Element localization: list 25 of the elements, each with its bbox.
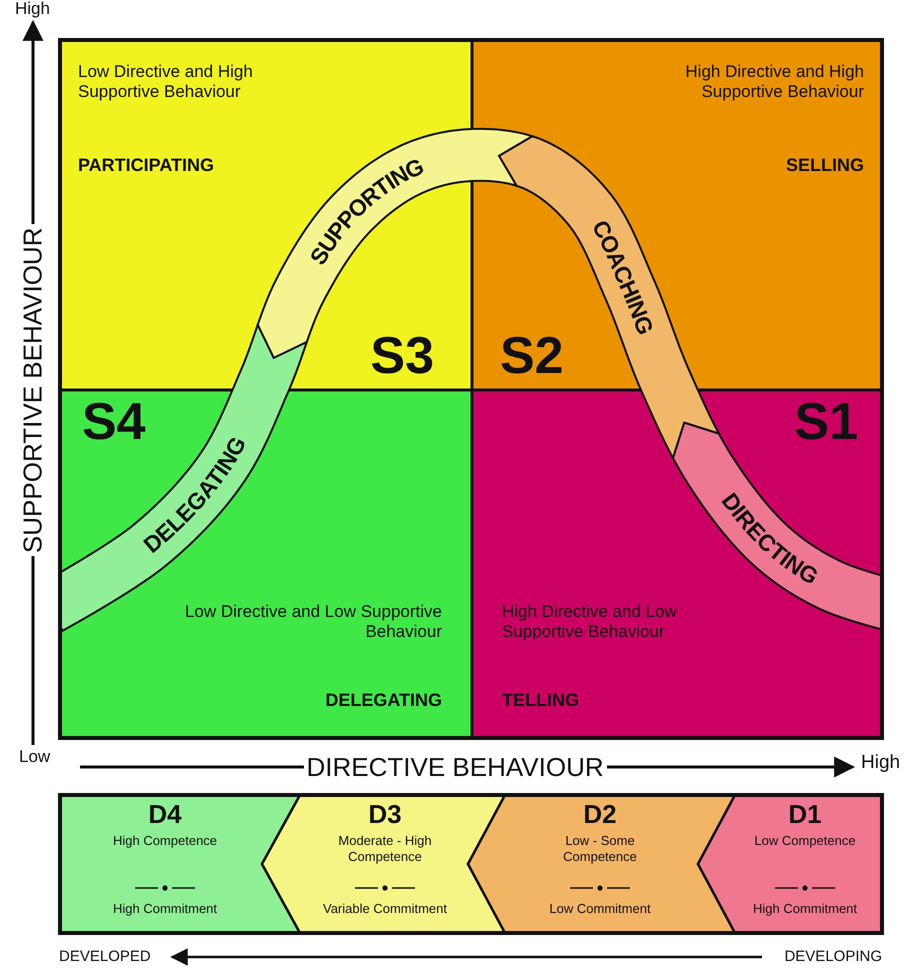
commitment-text: Low Commitment: [548, 901, 652, 917]
style-code: S3: [370, 330, 434, 382]
competence-text: Moderate - High Competence: [337, 833, 433, 864]
style-code: TELLING: [502, 690, 579, 712]
competence-text: Low - Some Competence: [562, 833, 638, 864]
style-code: DELEGATING: [325, 690, 442, 712]
style-name: PARTICIPATING: [78, 155, 214, 177]
description-text: S4: [82, 396, 146, 448]
style-name: High Directive and Low Supportive Behaviour: [502, 602, 678, 643]
commitment-text: High Commitment: [752, 901, 858, 917]
commitment-text: Variable Commitment: [322, 901, 448, 917]
level-code: D2: [582, 801, 618, 827]
description-text: S1: [794, 396, 858, 448]
commitment-text: High Commitment: [112, 901, 218, 917]
competence-text: High Competence: [112, 833, 218, 849]
level-code: D1: [787, 801, 823, 827]
description-text: High Directive and High Supportive Behaviour: [684, 62, 864, 103]
description-text: Low Directive and High Supportive Behaviour: [78, 62, 254, 103]
level-code: D3: [367, 801, 403, 827]
curved-arrow-segment: [498, 135, 720, 460]
style-name: Low Directive and Low Supportive Behaviour: [184, 602, 442, 643]
style-code: S2: [500, 330, 564, 382]
style-name: SELLING: [786, 155, 864, 177]
level-code: D4: [147, 801, 183, 827]
competence-text: Low Competence: [753, 833, 857, 849]
